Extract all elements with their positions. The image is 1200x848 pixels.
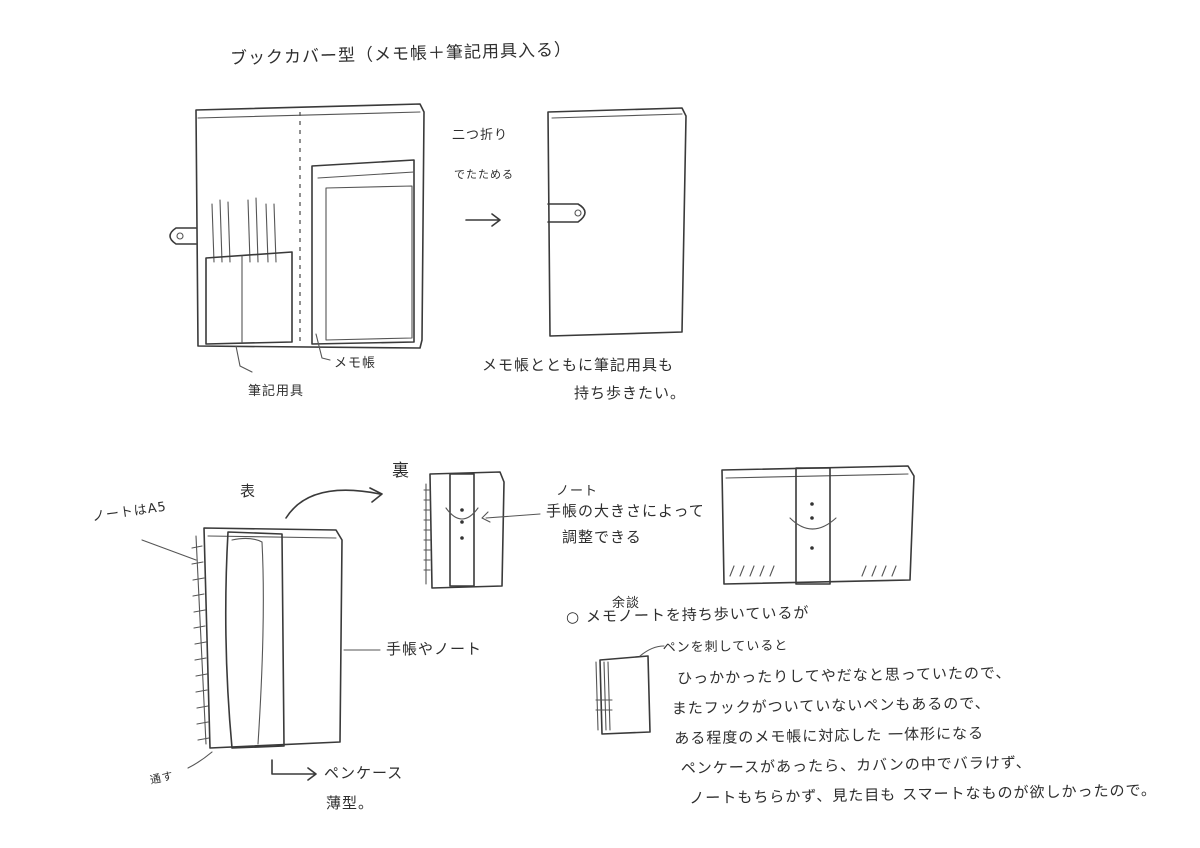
label-notebook: 手帳やノート — [386, 640, 483, 658]
back-view-sketch — [423, 471, 541, 589]
aside-lines: ペンを刺していると ひっかかったりしてやだなと思っていたので、 またフックがつい… — [646, 625, 1158, 814]
back-note-line-2: 手帳の大きさによって — [546, 502, 705, 520]
fold-line-2: でたためる — [454, 168, 514, 181]
aside-bullet: ○ メモノートを持ち歩いているが — [565, 603, 810, 626]
memo-pen-sketch — [595, 645, 665, 735]
folded-cover-sketch — [547, 107, 687, 337]
front-view-sketch — [141, 487, 383, 781]
top-right-caption-2: 持ち歩きたい。 — [574, 384, 687, 402]
back-note-line-1: ノート — [556, 484, 599, 499]
label-pen-case: ペンケース — [324, 764, 404, 782]
fold-arrow — [465, 213, 501, 227]
fold-line-1: 二つ折り — [452, 128, 509, 143]
label-front: 表 — [240, 482, 257, 500]
label-memo: メモ帳 — [334, 356, 377, 371]
open-cover-sketch — [169, 103, 425, 373]
label-thin: 薄型。 — [326, 794, 375, 812]
label-back: 裏 — [392, 461, 410, 481]
top-right-caption-1: メモ帳とともに筆記用具も — [482, 356, 675, 374]
aside-heading: 余談 — [612, 596, 641, 611]
back-note-line-3: 調整できる — [562, 528, 642, 546]
back-view-large-sketch — [721, 465, 915, 585]
label-writing-tools: 筆記用具 — [248, 384, 305, 399]
